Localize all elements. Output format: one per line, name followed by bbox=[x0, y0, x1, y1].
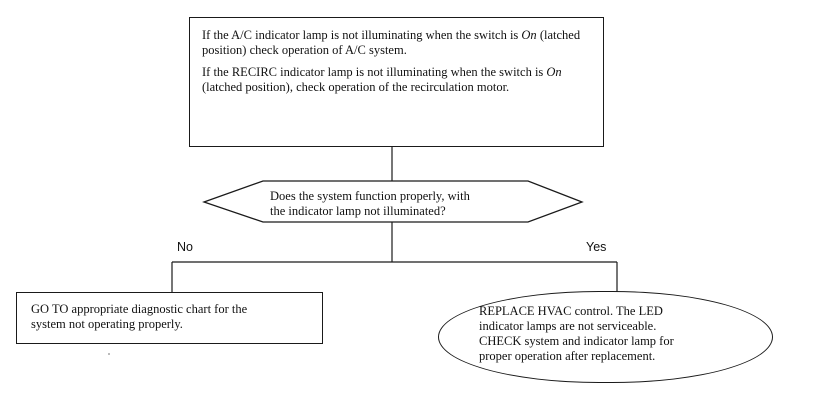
instruction-box: If the A/C indicator lamp is not illumin… bbox=[189, 17, 604, 147]
no-outcome-line-1: GO TO appropriate diagnostic chart for t… bbox=[31, 302, 248, 316]
instruction-recirc-on: On bbox=[546, 65, 562, 79]
yes-outcome-line-1: REPLACE HVAC control. The LED bbox=[479, 304, 663, 318]
yes-outcome-box: REPLACE HVAC control. The LED indicator … bbox=[438, 291, 773, 383]
instruction-ac: If the A/C indicator lamp is not illumin… bbox=[202, 28, 591, 58]
instruction-recirc: If the RECIRC indicator lamp is not illu… bbox=[202, 65, 591, 95]
instruction-ac-text: If the A/C indicator lamp is not illumin… bbox=[202, 28, 522, 42]
instruction-recirc-text-end: (latched position), check operation of t… bbox=[202, 80, 510, 94]
branch-yes-label: Yes bbox=[586, 240, 607, 254]
decision-question: Does the system function properly, with … bbox=[270, 189, 530, 219]
no-outcome-line-2: system not operating properly. bbox=[31, 317, 183, 331]
yes-outcome-line-4: proper operation after replacement. bbox=[479, 349, 656, 363]
decision-line-1: Does the system function properly, with bbox=[270, 189, 470, 203]
yes-outcome-line-3: CHECK system and indicator lamp for bbox=[479, 334, 674, 348]
decision-shape bbox=[202, 180, 584, 223]
yes-outcome-line-2: indicator lamps are not serviceable. bbox=[479, 319, 657, 333]
decision-line-2: the indicator lamp not illuminated? bbox=[270, 204, 446, 218]
no-outcome-box: GO TO appropriate diagnostic chart for t… bbox=[16, 292, 323, 344]
branch-no-label: No bbox=[177, 240, 193, 254]
instruction-ac-on: On bbox=[521, 28, 537, 42]
instruction-ac-text-end: (latched position) check operation of A/… bbox=[202, 28, 581, 57]
instruction-recirc-text: If the RECIRC indicator lamp is not illu… bbox=[202, 65, 547, 79]
